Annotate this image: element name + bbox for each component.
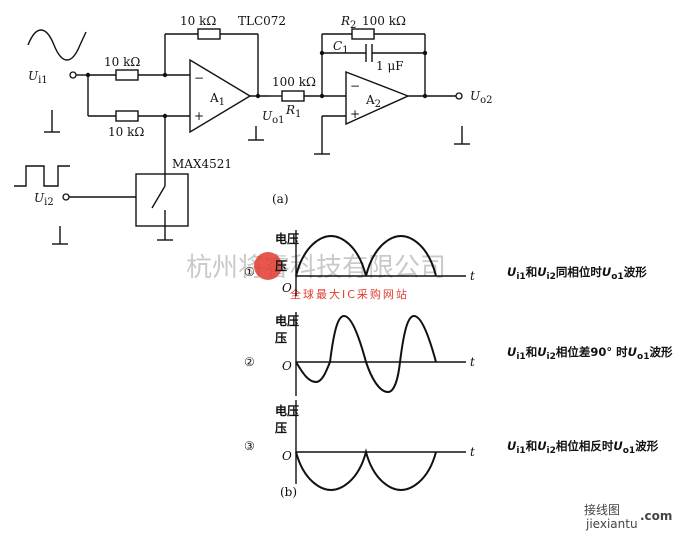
ui2-terminal <box>62 193 70 201</box>
watermark-company: 杭州将睿科技有限公司 <box>186 253 446 283</box>
origin-2: O <box>282 359 292 373</box>
r-in-top <box>115 69 139 81</box>
voltage-label-2b: 压 <box>275 331 287 345</box>
waveform-anti-phase <box>295 448 437 492</box>
r-in-top-label: 10 kΩ <box>104 55 140 69</box>
site-watermark: 接线图 jiexiantu .com <box>584 502 672 531</box>
t-label-3: t <box>470 445 475 459</box>
uo2-label: Uo2 <box>470 89 493 106</box>
circuit-schematic: Ui1 10 kΩ 10 kΩ 10 kΩ TLC072 − + <box>14 14 493 245</box>
square-source-icon <box>14 165 70 187</box>
a1-label: A1 <box>209 91 225 108</box>
waveform-in-phase <box>295 234 437 277</box>
r-in-bottom-label: 10 kΩ <box>108 125 144 139</box>
opamp-a2-icon <box>345 70 410 126</box>
r-feedback <box>197 28 221 40</box>
ui1-terminal <box>69 71 77 79</box>
a2-label: A2 <box>365 93 381 110</box>
ui1-label: Ui1 <box>28 69 48 86</box>
uo1-label: Uo1 <box>262 109 285 126</box>
caption-b: (b) <box>280 485 297 499</box>
voltage-label-2: 电压 <box>275 313 299 328</box>
r2-name-label: R2 <box>340 14 356 31</box>
waveform-phase-90 <box>295 314 437 394</box>
a1-minus: − <box>194 71 204 85</box>
case-marker-3: ③ <box>244 439 255 453</box>
a2-plus: + <box>350 107 360 121</box>
caption-a: (a) <box>272 192 289 206</box>
t-label-2: t <box>470 355 475 369</box>
voltage-label-3: 电压 <box>275 403 299 418</box>
site-cn: 接线图 <box>584 502 620 517</box>
switch-model-label: MAX4521 <box>172 157 232 171</box>
voltage-label-1b: 压 <box>275 259 287 273</box>
r-feedback-label: 10 kΩ <box>180 14 216 28</box>
a2-minus: − <box>350 79 360 93</box>
r1 <box>281 90 305 102</box>
c1-name-label: C1 <box>333 39 349 56</box>
r-in-bottom <box>115 110 139 122</box>
case-marker-1: ① <box>244 265 255 279</box>
origin-3: O <box>282 449 292 463</box>
case-caption-1: Ui1和Ui2同相位时Uo1波形 <box>507 265 647 282</box>
voltage-label-1: 电压 <box>275 231 299 246</box>
origin-1: O <box>282 281 292 295</box>
watermark-tagline: 全球最大IC采购网站 <box>290 287 409 301</box>
watermark-logo-icon <box>254 252 282 280</box>
case-caption-3: Ui1和Ui2相位相反时Uo1波形 <box>507 439 659 456</box>
r1-name-label: R1 <box>285 103 301 120</box>
a1-plus: + <box>194 109 204 123</box>
analog-switch-icon <box>135 173 189 227</box>
ui2-label: Ui2 <box>34 191 54 208</box>
site-domain: jiexiantu <box>585 517 638 531</box>
c1-value-label: 1 μF <box>376 59 404 73</box>
case-marker-2: ② <box>244 355 255 369</box>
uo2-terminal <box>455 92 463 100</box>
r1-value-label: 100 kΩ <box>272 75 316 89</box>
opamp-model-label: TLC072 <box>238 14 286 28</box>
t-label-1: t <box>470 269 475 283</box>
watermark: 杭州将睿科技有限公司 全球最大IC采购网站 <box>186 252 446 301</box>
case-caption-2: Ui1和Ui2相位差90° 时Uo1波形 <box>507 345 673 362</box>
r2-value-label: 100 kΩ <box>362 14 406 28</box>
sine-source-icon <box>27 29 87 61</box>
waveform-panels: 电压 压 ① O t Ui1和Ui2同相位时Uo1波形 电压 压 ② O t U… <box>244 230 673 499</box>
voltage-label-3b: 压 <box>275 421 287 435</box>
site-com: .com <box>640 509 672 523</box>
opamp-a1-icon <box>189 58 252 134</box>
